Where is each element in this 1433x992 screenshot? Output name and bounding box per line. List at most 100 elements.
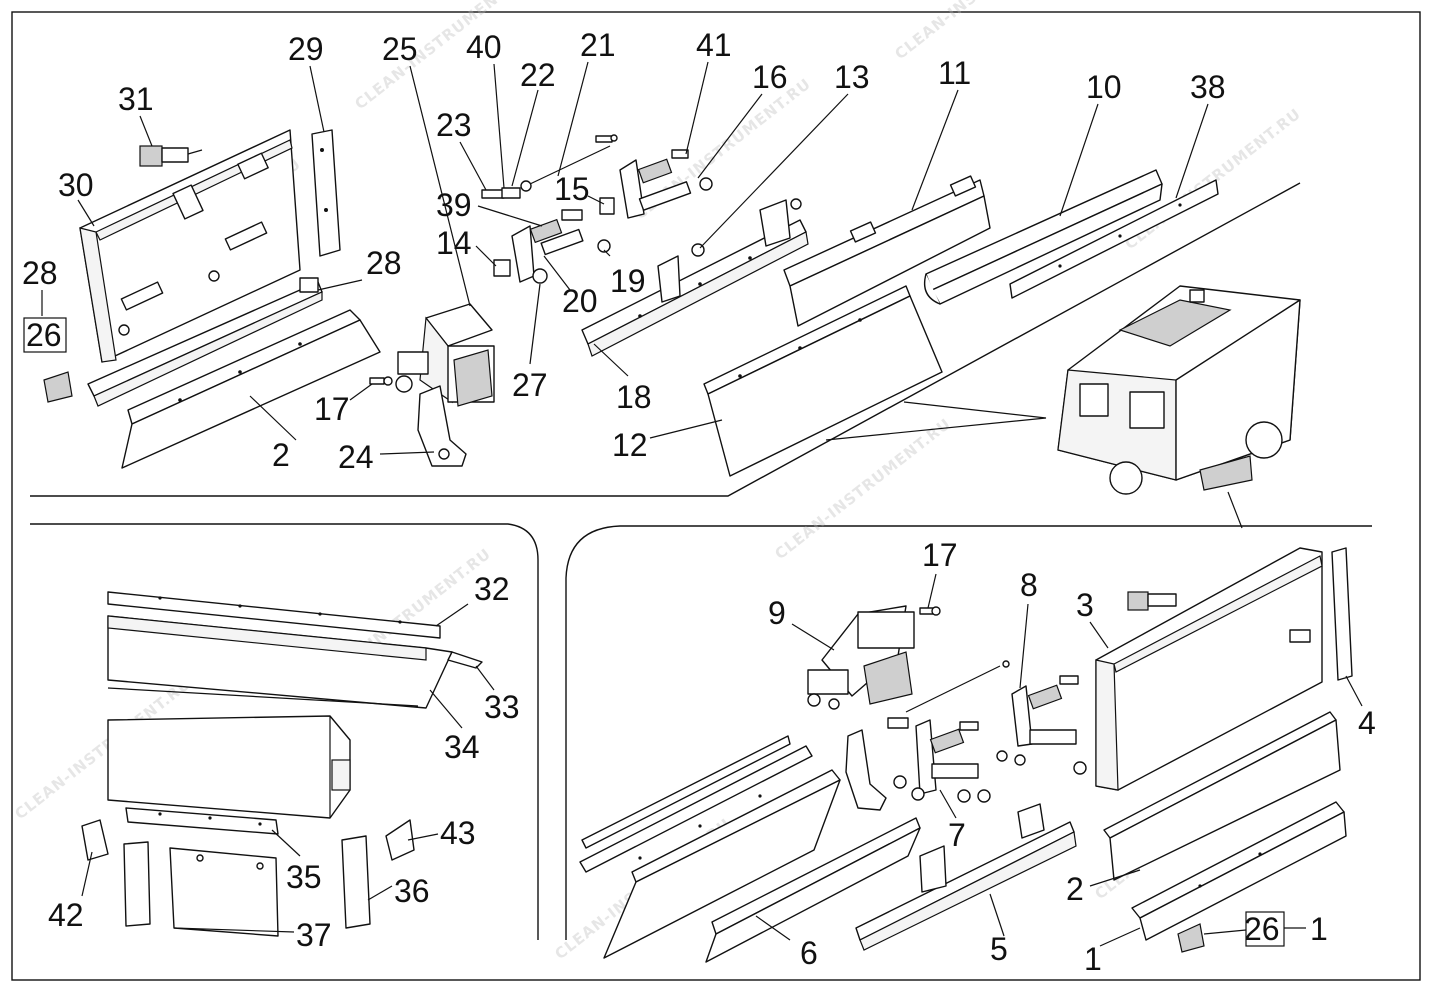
callout-23: 23 (436, 107, 472, 143)
callout-8: 8 (1020, 567, 1038, 603)
callout-1-right: 1 (1310, 911, 1328, 947)
part-1-blade-strip (1131, 801, 1347, 941)
callout-26-top: 26 (26, 317, 62, 353)
part-12-long-blade (703, 285, 943, 477)
part-3-panel (1095, 547, 1323, 791)
callout-29: 29 (288, 31, 324, 67)
callout-10: 10 (1086, 69, 1122, 105)
watermark-text: CLEAN-INSTRUMENT.RU (351, 0, 534, 113)
part-32-strip (107, 591, 441, 639)
callout-39: 39 (436, 187, 472, 223)
part-24-plate-bottom (845, 729, 887, 811)
lever-cluster-39-14-20-27-19 (493, 209, 611, 284)
callout-5: 5 (990, 931, 1008, 967)
callout-17-bottom: 17 (922, 537, 958, 573)
part-38-strip (1009, 179, 1219, 299)
callout-24: 24 (338, 439, 374, 475)
callout-33: 33 (484, 689, 520, 725)
part-33-tab (447, 651, 483, 669)
part-29-bracket (311, 129, 341, 257)
part-37-plate (123, 841, 279, 937)
part-2-blade-top (121, 309, 381, 469)
part-30-flap-panel (79, 129, 301, 363)
callout-27: 27 (512, 367, 548, 403)
callout-38: 38 (1190, 69, 1226, 105)
callout-28-left: 28 (22, 255, 58, 291)
callout-6: 6 (800, 935, 818, 971)
callout-3: 3 (1076, 587, 1094, 623)
callout-7: 7 (948, 817, 966, 853)
callout-12: 12 (612, 427, 648, 463)
callout-22: 22 (520, 57, 556, 93)
machine-pointer-bottom (1227, 491, 1243, 529)
part-6-blade-assembly (579, 735, 921, 963)
part-18-bracket-bar (581, 198, 809, 357)
callout-2-top: 2 (272, 437, 290, 473)
part-34-channel (107, 615, 453, 709)
callout-13: 13 (834, 59, 870, 95)
callout-42: 42 (48, 897, 84, 933)
part-9-motor (807, 605, 915, 710)
part-8-arm (905, 660, 1079, 747)
leader-lines (23, 61, 1363, 947)
callout-35: 35 (286, 859, 322, 895)
part-34-lower-channel (107, 715, 351, 819)
callout-34: 34 (444, 729, 480, 765)
part-35-strip (125, 807, 279, 835)
bottom-right-section-border (565, 525, 1372, 940)
callout-14: 14 (436, 225, 472, 261)
callout-30: 30 (58, 167, 94, 203)
callout-40: 40 (466, 29, 502, 65)
callout-9: 9 (768, 595, 786, 631)
part-26-clip-bottom (1177, 923, 1205, 953)
bottom-left-section-border (30, 523, 539, 940)
callout-15: 15 (554, 171, 590, 207)
part-43-bracket (385, 819, 415, 861)
callout-numbers: 29 25 40 21 41 22 16 13 11 10 38 31 23 3… (22, 27, 1376, 977)
callout-41: 41 (696, 27, 732, 63)
callout-36: 36 (394, 873, 430, 909)
part-2-blade-bottom (1103, 711, 1341, 881)
callout-32: 32 (474, 571, 510, 607)
callout-1-left: 1 (1084, 941, 1102, 977)
part-25-motor (395, 303, 495, 407)
callout-26-bottom: 26 (1244, 911, 1280, 947)
machine-pointer-top (825, 401, 1047, 441)
callout-20: 20 (562, 283, 598, 319)
part-26-clip-top (43, 371, 73, 403)
callout-11: 11 (938, 55, 971, 91)
callout-37: 37 (296, 917, 332, 953)
part-5-bar (855, 803, 1077, 951)
callout-25: 25 (382, 31, 418, 67)
callout-4: 4 (1358, 705, 1376, 741)
part-24-bracket-plate (417, 385, 467, 467)
part-17-bolt-top (369, 376, 393, 386)
latch-bottom (1127, 591, 1177, 611)
hardware-cluster-40-22-21-23 (481, 134, 618, 199)
callout-31: 31 (118, 81, 154, 117)
callout-18: 18 (616, 379, 652, 415)
watermark-text: CLEAN-INSTRUMENT.RU (891, 0, 1074, 63)
part-42-bracket (81, 819, 109, 861)
part-31-latch (139, 145, 203, 167)
callout-21: 21 (580, 27, 616, 63)
callout-17-top: 17 (314, 391, 350, 427)
arm-cluster-16-15-41 (599, 149, 713, 257)
top-section-divider (30, 182, 1301, 497)
callout-2-bottom: 2 (1066, 871, 1084, 907)
callout-19: 19 (610, 263, 646, 299)
part-7-lever (887, 717, 1087, 803)
part-11-bracket (783, 175, 991, 327)
part-36-plate (341, 835, 371, 929)
outer-frame (11, 11, 1421, 981)
part-4-bracket (1331, 547, 1353, 681)
part-10-rubber-tube (923, 169, 1163, 305)
callout-43: 43 (440, 815, 476, 851)
part-17-bolt-bottom (919, 606, 941, 616)
part-28-channel (87, 277, 323, 407)
callout-28-right: 28 (366, 245, 402, 281)
machine-overview (1057, 285, 1301, 495)
callout-16: 16 (752, 59, 788, 95)
